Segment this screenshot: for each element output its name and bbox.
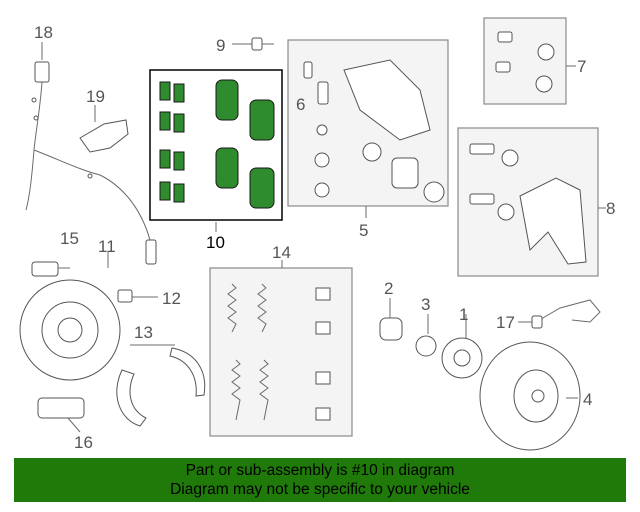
dust-shield[interactable] bbox=[19, 252, 121, 381]
callout-3[interactable]: 3 bbox=[421, 295, 431, 314]
parts-diagram bbox=[19, 17, 606, 451]
brake-pad-kit-box[interactable] bbox=[149, 69, 283, 232]
callout-16[interactable]: 16 bbox=[74, 433, 93, 452]
notice-banner: Part or sub-assembly is #10 in diagram D… bbox=[14, 458, 626, 502]
callout-11[interactable]: 11 bbox=[98, 237, 116, 256]
callout-1[interactable]: 1 bbox=[459, 305, 469, 324]
brake-rotor[interactable] bbox=[479, 341, 581, 451]
notice-line-2: Diagram may not be specific to your vehi… bbox=[170, 481, 470, 498]
wheel-bearing[interactable] bbox=[379, 298, 403, 341]
callout-4[interactable]: 4 bbox=[583, 390, 593, 409]
callout-6[interactable]: 6 bbox=[296, 95, 306, 114]
callout-8[interactable]: 8 bbox=[606, 199, 616, 218]
hardware-kit-box[interactable] bbox=[209, 260, 353, 437]
parking-brake-shoes[interactable] bbox=[116, 344, 206, 427]
clip-part[interactable] bbox=[31, 261, 70, 277]
callout-12[interactable]: 12 bbox=[162, 289, 181, 308]
callout-9[interactable]: 9 bbox=[216, 36, 226, 55]
callout-19[interactable]: 19 bbox=[86, 87, 105, 106]
callout-18[interactable]: 18 bbox=[34, 23, 53, 42]
snap-ring[interactable] bbox=[415, 314, 437, 357]
callout-17[interactable]: 17 bbox=[496, 313, 515, 332]
notice-line-1: Part or sub-assembly is #10 in diagram bbox=[185, 462, 455, 479]
caliper-box[interactable] bbox=[287, 39, 449, 218]
callout-5[interactable]: 5 bbox=[359, 221, 369, 240]
bolt-kit-box[interactable] bbox=[483, 17, 576, 105]
callout-15[interactable]: 15 bbox=[60, 229, 79, 248]
caliper-bracket-box[interactable] bbox=[457, 127, 606, 277]
brake-hose[interactable] bbox=[518, 299, 601, 329]
adjuster-part[interactable] bbox=[37, 397, 85, 433]
callout-2[interactable]: 2 bbox=[384, 279, 394, 298]
wheel-hub[interactable] bbox=[441, 314, 483, 379]
wheel-speed-sensor[interactable] bbox=[25, 42, 157, 265]
bolt-9[interactable] bbox=[232, 37, 274, 51]
sensor-bracket[interactable] bbox=[79, 105, 129, 153]
callout-14[interactable]: 14 bbox=[272, 243, 291, 262]
bolt-12[interactable] bbox=[117, 289, 158, 303]
callout-10[interactable]: 10 bbox=[206, 233, 225, 252]
bleeder-screw[interactable] bbox=[303, 61, 329, 105]
callout-13[interactable]: 13 bbox=[134, 323, 153, 342]
callout-7[interactable]: 7 bbox=[577, 57, 587, 76]
